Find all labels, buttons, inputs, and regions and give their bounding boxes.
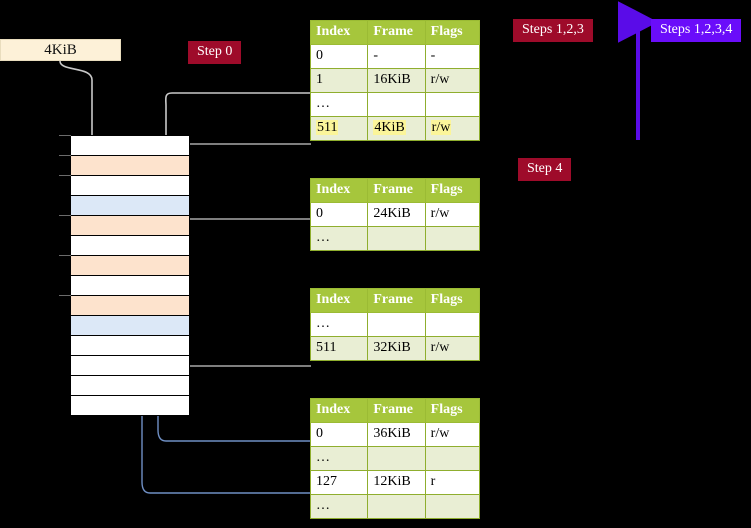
memory-frame-row	[70, 295, 190, 316]
table-cell: …	[309, 92, 369, 117]
wire-pd-to-memory	[169, 309, 311, 367]
table-row: …	[309, 92, 481, 117]
memory-tick	[59, 155, 71, 156]
table-cell: 511	[309, 116, 369, 141]
step4-badge-text: Step 4	[527, 161, 563, 176]
wire-pdpt-to-memory	[177, 218, 311, 269]
table-cell	[367, 226, 426, 251]
memory-frame-row	[70, 275, 190, 296]
memory-frame-row	[70, 135, 190, 156]
table-header-frame: Frame	[367, 398, 426, 423]
memory-frame-row	[70, 215, 190, 236]
memory-tick	[59, 255, 71, 256]
table-cell: r	[424, 470, 481, 495]
table-cell	[424, 446, 481, 471]
table-cell: 16KiB	[367, 68, 426, 93]
steps1234-badge: Steps 1,2,3,4	[651, 19, 742, 42]
steps1234-badge-text: Steps 1,2,3,4	[660, 22, 733, 37]
table-header-frame: Frame	[367, 288, 426, 313]
table-cell	[367, 312, 426, 337]
table-header-index: Index	[309, 398, 369, 423]
table-cell	[424, 226, 481, 251]
kib-label-text: 4KiB	[44, 41, 77, 58]
table-cell	[424, 494, 481, 519]
table-header-flags: Flags	[424, 20, 481, 45]
table-cell: …	[309, 494, 369, 519]
table-row: …	[309, 494, 481, 519]
memory-frame-row	[70, 175, 190, 196]
table-cell	[367, 446, 426, 471]
table-cell: 0	[309, 44, 369, 69]
table-cell: r/w	[424, 202, 481, 227]
table-row: 0--	[309, 44, 481, 69]
step0-badge: Step 0	[188, 41, 242, 64]
memory-tick	[59, 135, 71, 136]
table-cell: 1	[309, 68, 369, 93]
steps123-badge: Steps 1,2,3	[513, 19, 593, 42]
steps123-badge-text: Steps 1,2,3	[522, 22, 584, 37]
table-header-flags: Flags	[424, 288, 481, 313]
table-cell: r/w	[424, 68, 481, 93]
table-cell	[367, 92, 426, 117]
table-cell: 36KiB	[367, 422, 426, 447]
memory-frame-row	[70, 235, 190, 256]
table-header-index: Index	[309, 178, 369, 203]
table-cell	[424, 312, 481, 337]
table-header-index: Index	[309, 288, 369, 313]
table-cell: …	[309, 226, 369, 251]
memory-frame-row	[70, 395, 190, 416]
table-cell: …	[309, 446, 369, 471]
memory-frame-row	[70, 195, 190, 216]
memory-tick	[59, 215, 71, 216]
table-row: …	[309, 312, 481, 337]
table-cell: 4KiB	[367, 116, 426, 141]
kib-label-box: 4KiB	[0, 39, 121, 61]
table-header-flags: Flags	[424, 178, 481, 203]
table-cell: -	[367, 44, 426, 69]
step4-badge: Step 4	[518, 158, 572, 181]
table-cell	[367, 494, 426, 519]
table-cell: 24KiB	[367, 202, 426, 227]
memory-tick	[59, 175, 71, 176]
table-cell: -	[424, 44, 481, 69]
memory-frame-row	[70, 155, 190, 176]
table-row: …	[309, 226, 481, 251]
memory-frame-row	[70, 255, 190, 276]
table-cell: 32KiB	[367, 336, 426, 361]
table-cell: r/w	[424, 336, 481, 361]
table-cell: 0	[309, 202, 369, 227]
memory-frame-row	[70, 375, 190, 396]
table-cell: 12KiB	[367, 470, 426, 495]
steps-bracket-arrow	[618, 1, 658, 140]
step0-badge-text: Step 0	[197, 44, 233, 59]
physical-memory-column	[70, 135, 190, 416]
memory-frame-row	[70, 335, 190, 356]
table-row: …	[309, 446, 481, 471]
memory-frame-row	[70, 355, 190, 376]
memory-tick	[59, 295, 71, 296]
table-cell: r/w	[424, 422, 481, 447]
table-header-frame: Frame	[367, 20, 426, 45]
table-cell: …	[309, 312, 369, 337]
table-header-flags: Flags	[424, 398, 481, 423]
table-cell: 127	[309, 470, 369, 495]
table-cell: r/w	[424, 116, 481, 141]
memory-frame-row	[70, 315, 190, 336]
table-header-frame: Frame	[367, 178, 426, 203]
table-header-index: Index	[309, 20, 369, 45]
table-cell: 511	[309, 336, 369, 361]
table-cell	[424, 92, 481, 117]
table-cell: 0	[309, 422, 369, 447]
